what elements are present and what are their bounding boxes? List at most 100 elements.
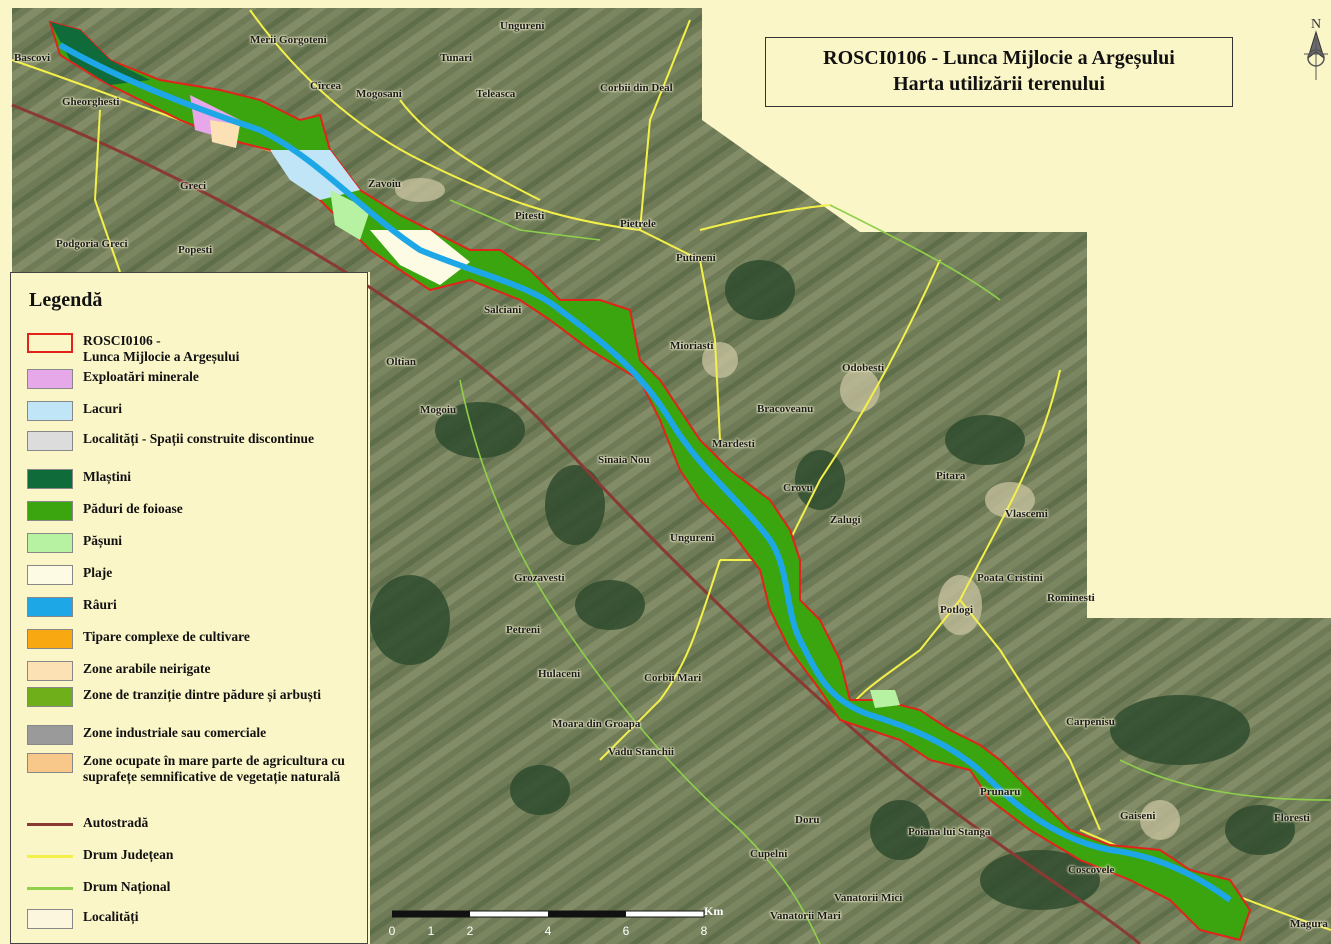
- legend-fill-swatch: [27, 725, 73, 745]
- place-label: Merii Gorgoteni: [250, 34, 327, 46]
- place-label: Ungureni: [670, 532, 715, 544]
- legend-line-swatch: [27, 887, 73, 890]
- imagery-extent: [12, 8, 1331, 944]
- legend-line-swatch: [27, 855, 73, 858]
- place-label: Poata Cristini: [977, 572, 1043, 584]
- place-label: Tunari: [440, 52, 473, 64]
- legend-fill-swatch: [27, 753, 73, 773]
- place-label: Vanatorii Mari: [770, 910, 841, 922]
- legend-label: Zone arabile neirigate: [83, 661, 211, 676]
- legend-label: Lacuri: [83, 401, 122, 416]
- legend-fill-swatch: [27, 401, 73, 421]
- legend-label: Drum Național: [83, 879, 171, 894]
- legend-title: Legendă: [29, 289, 103, 311]
- legend-fill-swatch: [27, 687, 73, 707]
- place-label: Podgoria Greci: [56, 238, 128, 250]
- place-label: Mioriasti: [670, 340, 714, 352]
- place-label: Poiana lui Stanga: [908, 826, 991, 838]
- place-label: Gheorghesti: [62, 96, 120, 108]
- scale-unit: Km: [704, 904, 724, 918]
- legend-fill-swatch: [27, 369, 73, 389]
- place-label: Ungureni: [500, 20, 545, 32]
- legend-label: Plaje: [83, 565, 113, 580]
- legend-label: Autostradă: [83, 815, 149, 830]
- place-label: Gaiseni: [1120, 810, 1156, 822]
- legend-label: ROSCI0106 - Lunca Mijlocie a Argeșului: [83, 333, 240, 364]
- legend-label: Exploatări minerale: [83, 369, 199, 384]
- legend-fill-swatch: [27, 661, 73, 681]
- legend-fill-swatch: [27, 629, 73, 649]
- scale-bar: Km 0 1 2 4 6 8: [388, 904, 732, 942]
- place-label: Zalugi: [830, 514, 861, 526]
- place-label: Greci: [180, 180, 207, 192]
- place-label: Crovu: [783, 482, 813, 494]
- place-label: Corbii din Deal: [600, 82, 673, 94]
- place-label: Vadu Stanchii: [608, 746, 674, 758]
- place-label: Potlogi: [940, 604, 973, 616]
- legend-fill-swatch: [27, 431, 73, 451]
- legend-label: Zone industriale sau comerciale: [83, 725, 267, 740]
- place-label: Pitara: [936, 470, 966, 482]
- place-label: Petreni: [506, 624, 541, 636]
- scale-tick-label: 6: [622, 924, 630, 938]
- legend-fill-swatch: [27, 469, 73, 489]
- place-label: Mardesti: [712, 438, 755, 450]
- place-label: Pietrele: [620, 218, 656, 230]
- place-label: Prunaru: [980, 786, 1021, 798]
- place-label: Bracoveanu: [757, 403, 814, 415]
- legend-label: Tipare complexe de cultivare: [83, 629, 250, 644]
- legend-fill-swatch: [27, 597, 73, 617]
- legend-label: Zone ocupate în mare parte de agricultur…: [83, 753, 345, 784]
- place-label: Vlascemi: [1005, 508, 1048, 520]
- legend-fill-swatch: [27, 533, 73, 553]
- legend-fill-swatch: [27, 501, 73, 521]
- place-label: Salciani: [484, 304, 522, 316]
- place-label: Pitesti: [515, 210, 545, 222]
- legend-label: Zone de tranziție dintre pădure și arbuș…: [83, 687, 322, 702]
- place-label: Floresti: [1274, 812, 1310, 824]
- place-label: Doru: [795, 814, 820, 826]
- legend-label: Râuri: [83, 597, 117, 612]
- place-label: Putineni: [676, 252, 716, 264]
- place-label: Sinaia Nou: [598, 454, 650, 466]
- scale-tick-label: 1: [427, 924, 435, 938]
- place-label: Popesti: [178, 244, 213, 256]
- legend-outline-swatch: [27, 333, 73, 353]
- scale-tick-label: 4: [544, 924, 552, 938]
- site-polygon: [48, 20, 1252, 942]
- legend-fill-swatch: [27, 909, 73, 929]
- legend-label: Mlaștini: [83, 469, 132, 484]
- place-label: Carpenisu: [1066, 716, 1115, 728]
- place-label: Mogosani: [356, 88, 402, 100]
- place-label: Vanatorii Mici: [834, 892, 903, 904]
- place-label: Grozavesti: [514, 572, 565, 584]
- motorway-line: [11, 103, 1141, 944]
- legend-label: Localități - Spații construite discontin…: [83, 431, 315, 446]
- legend-label: Păduri de foioase: [83, 501, 183, 516]
- place-label: Teleasca: [476, 88, 516, 100]
- scale-bar-graphic: [392, 910, 705, 918]
- place-label: Zavoiu: [368, 178, 402, 190]
- legend-label: Drum Județean: [83, 847, 174, 862]
- scale-tick-label: 8: [700, 924, 708, 938]
- scale-tick-label: 2: [466, 924, 474, 938]
- place-label: Oltian: [386, 356, 416, 368]
- map-title-line2: Harta utilizării terenului: [893, 73, 1105, 95]
- legend: Legendă ROSCI0106 - Lunca Mijlocie a Arg…: [10, 272, 368, 944]
- place-label: Rominesti: [1047, 592, 1095, 604]
- place-label: Magura: [1290, 918, 1328, 930]
- legend-fill-swatch: [27, 565, 73, 585]
- river-line: [58, 42, 1232, 903]
- scale-tick-label: 0: [388, 924, 396, 938]
- place-label: Mogoiu: [420, 404, 457, 416]
- map-title-line1: ROSCI0106 - Lunca Mijlocie a Argeșului: [823, 47, 1175, 69]
- place-label: Cupelni: [750, 848, 788, 860]
- compass-rose-icon: N: [1300, 14, 1330, 84]
- north-label: N: [1311, 17, 1321, 32]
- legend-label: Pășuni: [83, 533, 123, 548]
- place-label: Corbii Mari: [644, 672, 702, 684]
- place-label: Bascovi: [14, 52, 51, 64]
- place-label: Moara din Groapa: [552, 718, 641, 730]
